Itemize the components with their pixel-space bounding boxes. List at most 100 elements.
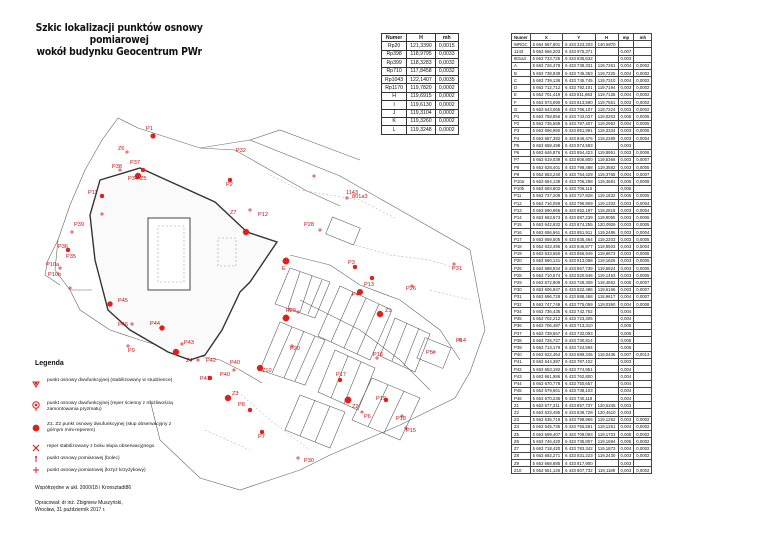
table-cell: 119,3248 [406,125,436,135]
point-label: P6 [364,414,371,420]
table-cell: 5 663 653,240 [529,170,564,179]
table-cell: 119,6915 [406,91,436,102]
point-z1 [376,310,384,318]
table-cell: 0,0002 [633,466,653,475]
table-cell: 119,2952 [594,119,619,128]
table-cell: P38 [511,336,531,345]
table-cell [594,314,619,323]
table-cell: 6 433 798,965 [562,415,596,424]
point-label: P17 [336,372,346,378]
point-p11 [99,193,105,199]
table-cell: 5 663 643,065 [529,105,564,114]
site-plan: P1Z6P37P38P34Z5P2P32P11P12Z7P36P35P39P10… [44,117,486,491]
table-cell: 0,003 [617,263,635,273]
observation-pillar-icon [32,424,40,432]
table-cell: 0,003 [617,162,635,172]
main-building [89,167,279,361]
point-label: P18 [396,416,406,422]
outer-paths [44,117,486,491]
table-cell: 5 663 710,674 [529,271,564,280]
table-cell: 0,0004 [633,134,653,143]
table-cell: 0,0004 [633,206,653,215]
table-cell: P41 [511,357,531,367]
table-cell: 119,6130 [406,100,436,110]
table-cell: 5 663 702,212 [529,314,564,323]
table-cell: P2 [511,119,531,128]
table-cell: 0,0007 [633,292,653,302]
point-p12 [248,208,252,212]
point-label: P10b [48,272,61,278]
table-cell: 0,004 [617,393,635,403]
table-cell: 0,003 [617,249,635,258]
date-line: Wrocław, 31 październik 2017 r. [35,507,106,513]
point-label: P28 [304,222,314,228]
table-cell: P46 [511,393,531,403]
table-cell: 5 663 679,661 [529,386,564,395]
point-label: P42 [206,358,216,364]
table-cell: 6 433 975,371 [562,47,596,56]
table-cell: 5 663 658,498 [529,141,564,150]
legend-item: reper stabilizowany z boku słupa obserwa… [47,444,155,449]
point-p40 [232,368,236,372]
table-cell: 0,005 [617,321,635,330]
point-label: E [282,266,286,272]
table-cell: 119,6166 [594,285,619,294]
table-cell: 119,2289 [594,134,619,143]
table-cell [594,307,619,316]
table-cell: 6 433 874,255 [562,220,596,229]
point-label: P4 [352,292,359,298]
column-header: mp [617,32,635,42]
table-header-row: Numer H mh [380,32,459,43]
table-cell: 6 433 723,305 [562,314,596,323]
point-p46 [130,322,134,326]
table-cell: D [511,83,531,92]
table-cell: 119,3334 [594,126,619,136]
point-label: Z4 [186,358,193,364]
table-cell: 1143 [511,47,531,56]
table-cell: P8 [511,162,531,172]
table-cell: 5 663 739,136 [529,76,564,85]
table-cell: I [380,100,408,110]
table-cell: Z9 [511,458,531,468]
table-cell: 0,003 [617,451,635,460]
legend-title: Legenda [35,360,64,367]
table-cell: 119,3260 [406,116,436,127]
table-cell: 0,003 [617,155,635,164]
lot-lines [204,174,471,451]
table-cell: 0,003 [617,458,635,468]
table-cell: 119,3765 [594,170,619,179]
table-cell: 0,0002 [633,437,653,446]
point-p3 [352,264,358,270]
table-cell: 6 433 743,037 [562,112,596,121]
table-cell: 119,2203 [594,235,619,244]
point-label: P43 [184,340,194,346]
table-cell: 0,005 [617,336,635,345]
table-cell: 0,005 [617,177,635,186]
table-cell: P37 [511,328,531,338]
table-cell [617,40,635,49]
table-cell: 0,0005 [633,126,653,136]
table-cell: 0,004 [617,76,635,85]
table-cell: 0,0004 [633,199,653,208]
table-cell: 119,1826 [594,256,619,266]
point-label: P1 [146,126,153,132]
table-header-row: Numer X Y H mp mh [511,32,653,42]
table-cell: 6 433 851,991 [562,126,596,136]
point-p10b [68,286,72,290]
table-cell [633,458,653,468]
table-cell: 120,4610 [594,408,619,417]
table-cell: 5 663 706,487 [529,321,564,330]
table-cell: 0,003 [617,126,635,136]
table-cell: 0,003 [617,220,635,229]
